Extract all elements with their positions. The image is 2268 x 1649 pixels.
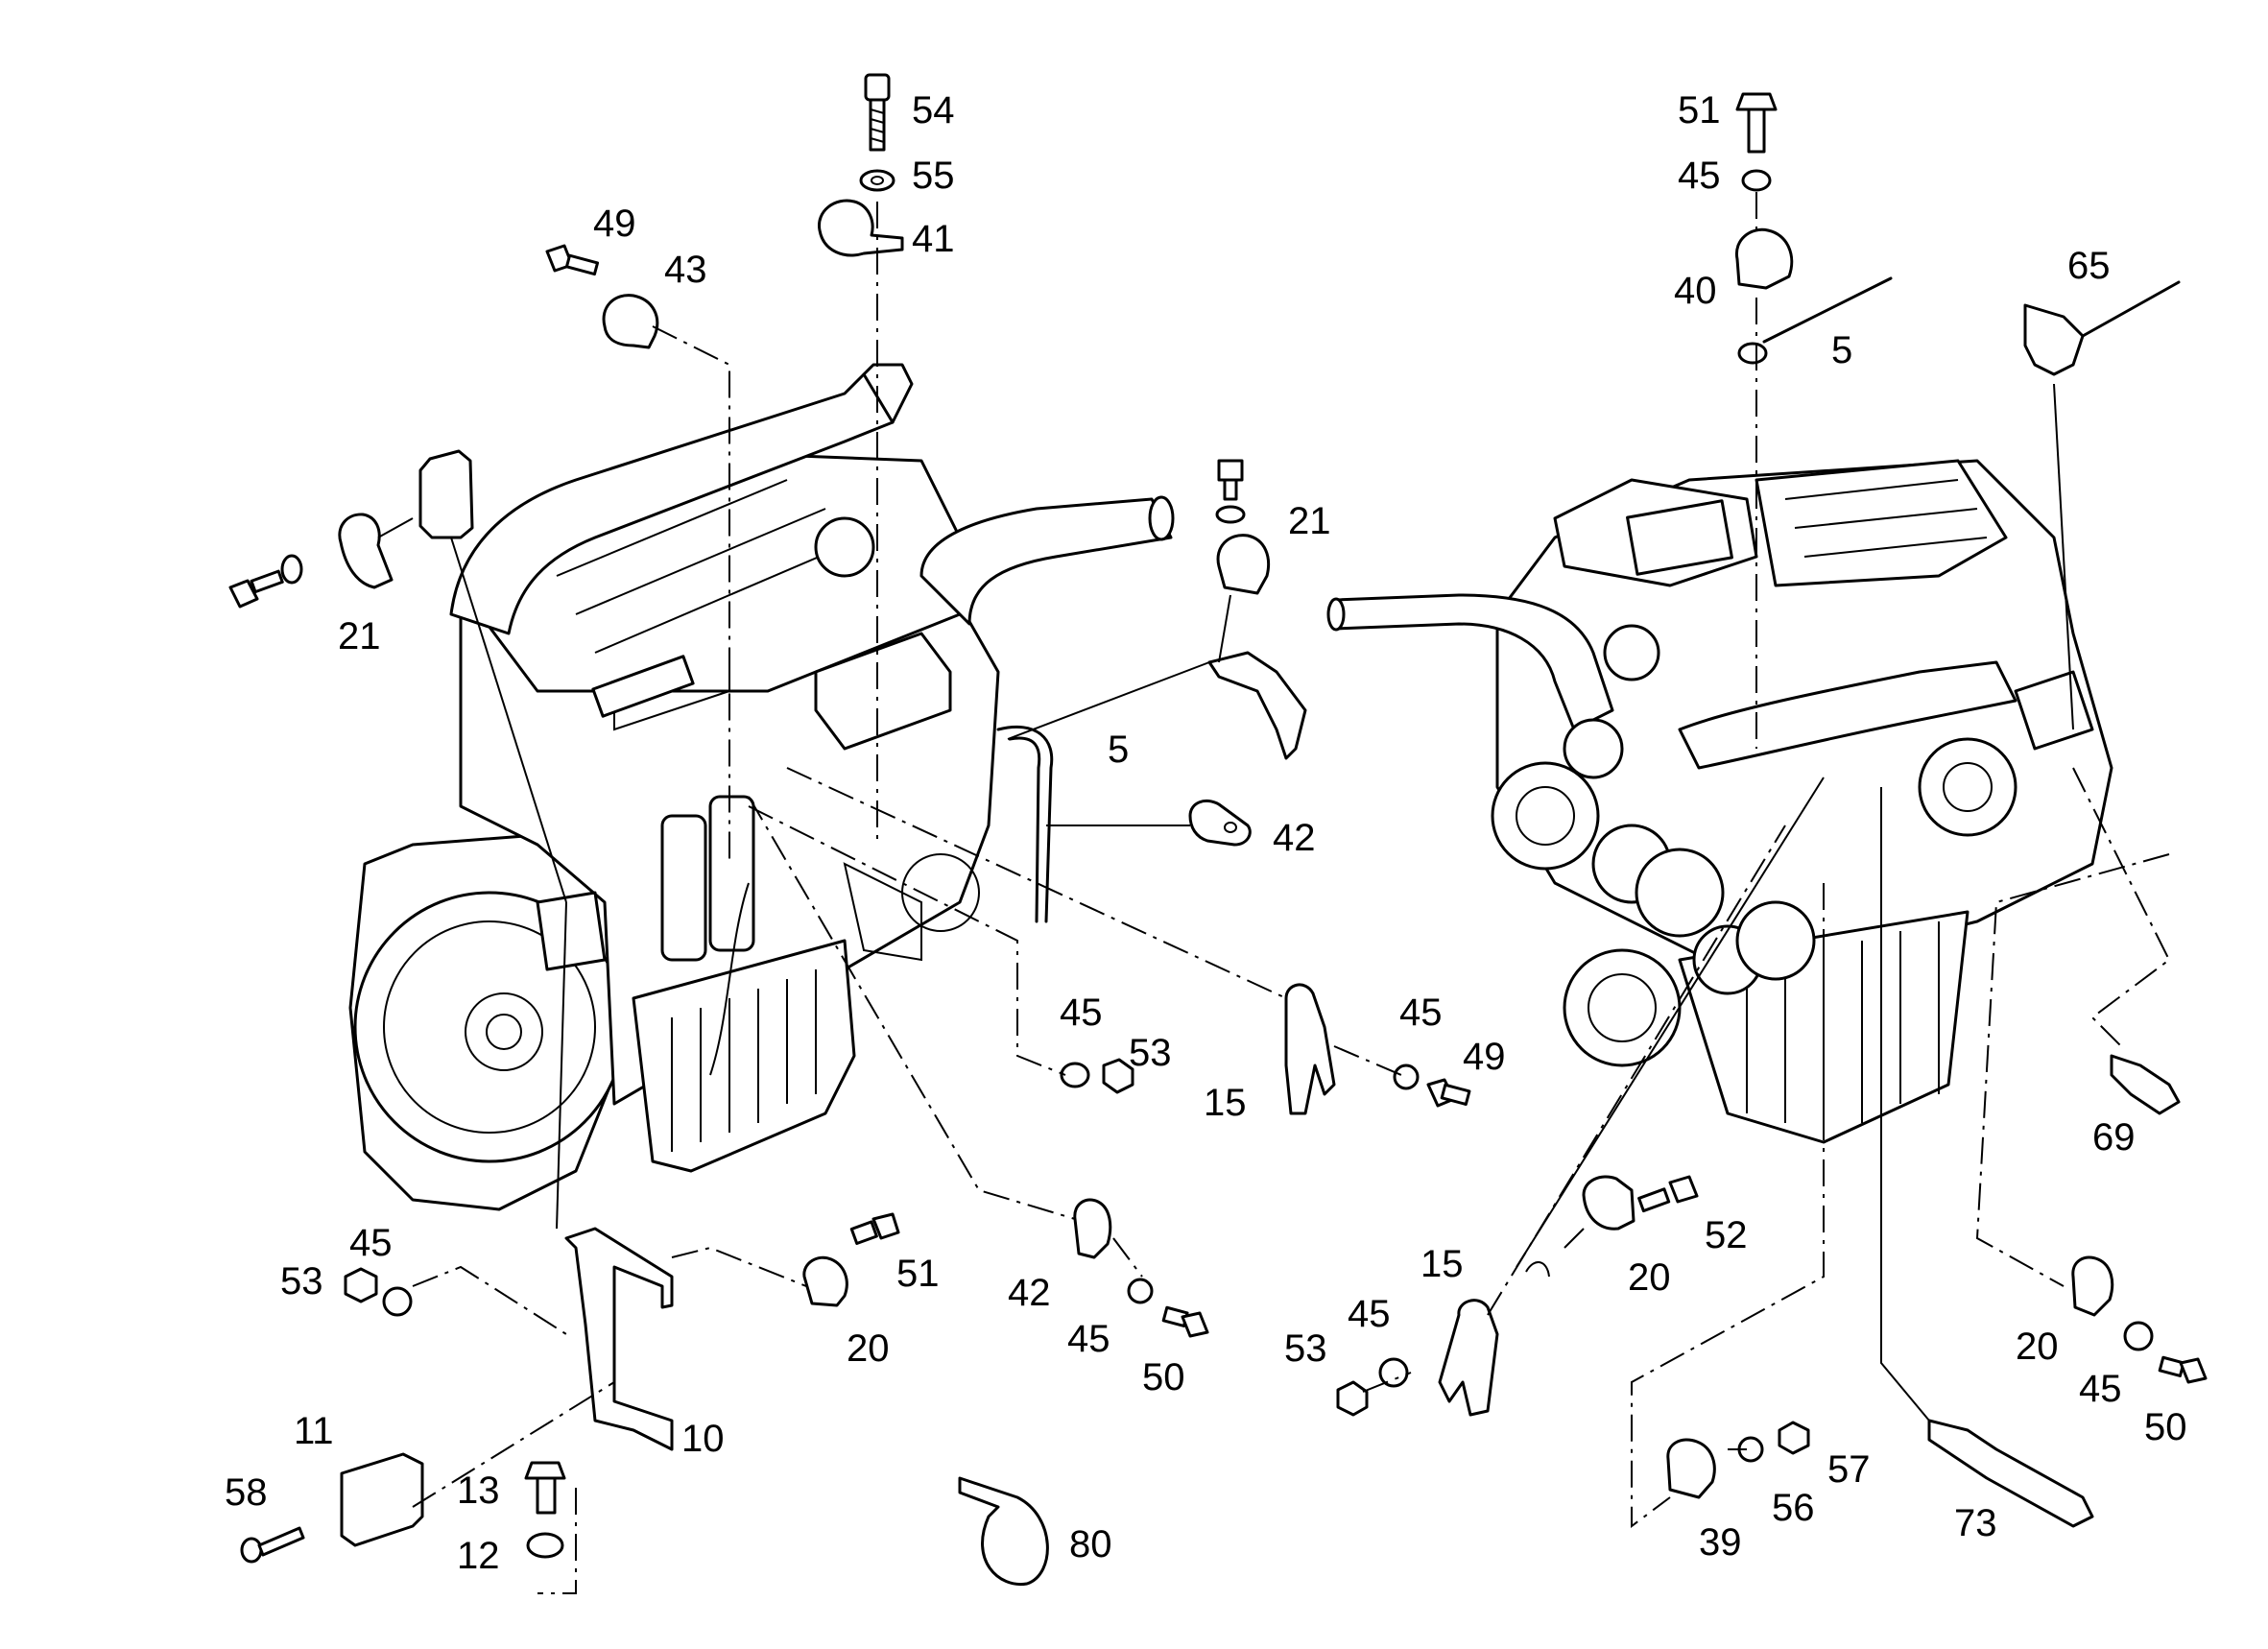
part-40-clamp	[1734, 227, 1794, 290]
callout-52: 52	[1705, 1214, 1748, 1256]
callout-5-right: 5	[1831, 329, 1852, 371]
callout-57: 57	[1827, 1448, 1871, 1491]
callout-12: 12	[457, 1535, 500, 1577]
part-69-sensor	[2110, 1054, 2181, 1115]
part-5-tube-right	[1737, 276, 1893, 365]
callout-45-g: 45	[2079, 1368, 2122, 1410]
callout-42-upper: 42	[1273, 817, 1316, 859]
callout-21-mid: 21	[1288, 500, 1331, 542]
callout-65: 65	[2067, 245, 2111, 287]
part-45-washer-b	[1393, 1063, 1420, 1090]
part-41-clamp	[818, 199, 904, 257]
part-15-tag-right	[1438, 1299, 1499, 1417]
callout-5-left: 5	[1108, 729, 1129, 771]
part-21-clamp-left	[338, 513, 394, 589]
part-49-bolt-lower	[1426, 1078, 1471, 1108]
part-50-bolt-b	[2158, 1355, 2208, 1384]
part-57-nut	[1778, 1421, 1810, 1455]
callout-20-b: 20	[1628, 1256, 1671, 1299]
callout-45-a: 45	[1060, 992, 1103, 1034]
callout-51-b: 51	[1678, 89, 1721, 131]
part-55-washer	[859, 169, 895, 192]
callout-labels: 54 55 41 49 43 21 21 5 42 45 53 15 45 49…	[225, 89, 2187, 1577]
callout-53-b: 53	[280, 1260, 323, 1302]
part-10-bracket	[564, 1227, 674, 1451]
part-11-block	[340, 1452, 424, 1547]
part-50-bolt-a	[1161, 1305, 1209, 1338]
callout-73: 73	[1954, 1502, 1997, 1544]
part-73-sensor	[1927, 1419, 2094, 1528]
callout-40: 40	[1674, 270, 1717, 312]
part-15-tag-left	[1284, 983, 1336, 1115]
callout-50-b: 50	[2144, 1406, 2187, 1448]
callout-39: 39	[1699, 1521, 1742, 1564]
callout-41: 41	[912, 218, 955, 260]
part-20-clamp-b	[1582, 1175, 1635, 1231]
part-54-bolt	[864, 73, 891, 152]
part-49-bolt-upper	[545, 244, 600, 276]
callout-20-a: 20	[847, 1327, 890, 1370]
part-21-cover-plate	[418, 449, 474, 539]
callout-13: 13	[457, 1470, 500, 1512]
callout-80: 80	[1069, 1523, 1112, 1565]
part-45-washer-g	[2123, 1321, 2154, 1351]
part-12-washer	[526, 1532, 564, 1559]
part-53-nut-b	[344, 1267, 378, 1303]
part-65-sensor	[2023, 280, 2181, 376]
leader-lines	[377, 192, 2171, 1594]
part-53-nut-c	[1336, 1380, 1369, 1417]
callout-56: 56	[1772, 1487, 1815, 1529]
callout-49-lower: 49	[1463, 1036, 1506, 1078]
callout-53-a: 53	[1129, 1032, 1172, 1074]
part-51-bolt-b	[1735, 92, 1778, 154]
callout-43: 43	[664, 249, 707, 291]
part-20-clamp-a	[802, 1255, 848, 1307]
callout-45-f: 45	[1348, 1293, 1391, 1335]
callout-20-c: 20	[2016, 1326, 2059, 1368]
callout-54: 54	[912, 89, 955, 131]
part-80-cable-tie	[958, 1476, 1049, 1587]
callout-21-left: 21	[338, 615, 381, 657]
part-42-clamp-upper	[1188, 800, 1252, 847]
part-45-washer-c	[382, 1286, 413, 1317]
part-5-tube-left	[996, 725, 1054, 923]
callout-42-lower: 42	[1008, 1272, 1051, 1314]
part-21-bolt-mid	[1217, 459, 1244, 501]
callout-58: 58	[225, 1471, 268, 1514]
part-42-clamp-lower	[1073, 1198, 1112, 1259]
part-51-bolt-a	[849, 1212, 900, 1246]
callout-45-c: 45	[349, 1222, 393, 1264]
part-21-clamp-mid	[1216, 534, 1271, 595]
part-43-clamp	[602, 294, 659, 349]
callout-45-b: 45	[1399, 992, 1443, 1034]
part-53-nut-a	[1102, 1058, 1134, 1094]
part-45-washer-f	[1378, 1357, 1409, 1388]
part-45-washer-d	[1127, 1278, 1154, 1304]
part-13-bolt	[524, 1461, 566, 1515]
callout-51-a: 51	[896, 1253, 940, 1295]
callout-15-right: 15	[1420, 1243, 1464, 1285]
part-52-bolt	[1637, 1175, 1699, 1213]
callout-53-c: 53	[1284, 1327, 1327, 1370]
part-21-bolt-left	[228, 569, 284, 609]
callout-49-upper: 49	[593, 203, 636, 245]
callout-45-d: 45	[1067, 1318, 1110, 1360]
part-45-washer-a	[1060, 1062, 1090, 1088]
callout-55: 55	[912, 155, 955, 197]
callout-69: 69	[2092, 1116, 2136, 1159]
part-45-washer-e	[1741, 169, 1772, 192]
callout-50-a: 50	[1142, 1356, 1185, 1398]
callout-10: 10	[681, 1418, 725, 1460]
callout-45-e: 45	[1678, 155, 1721, 197]
part-20-clamp-c	[2071, 1255, 2114, 1317]
part-39-clamp	[1666, 1438, 1716, 1499]
part-strap-bracket	[1207, 651, 1307, 760]
engine-right-illustration	[1326, 459, 2113, 1144]
callout-15-left: 15	[1204, 1082, 1247, 1124]
callout-11: 11	[294, 1410, 334, 1452]
part-58-screw	[240, 1526, 305, 1564]
